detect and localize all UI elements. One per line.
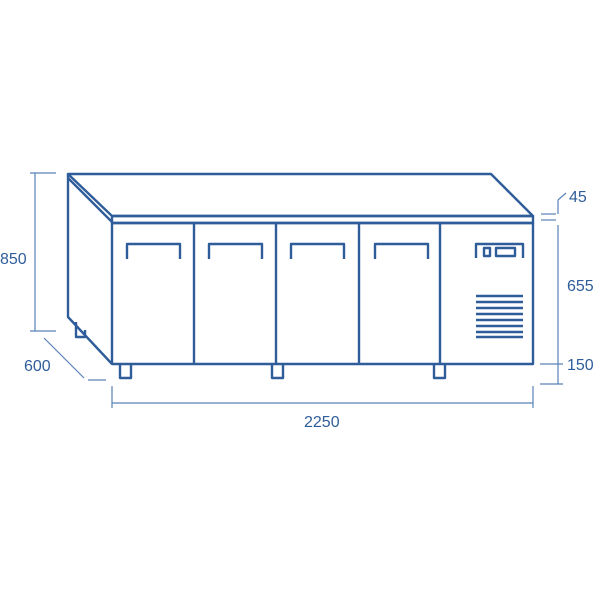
side-panel <box>66 174 113 365</box>
door-handles <box>125 242 430 259</box>
legs <box>118 364 447 380</box>
control-panel <box>474 242 525 258</box>
dimension-lines <box>30 172 567 408</box>
dim-body-height: 655 <box>567 278 594 295</box>
ventilation-grille <box>476 294 523 339</box>
dim-leg-height: 150 <box>567 357 594 374</box>
rear-leg <box>74 322 87 339</box>
dim-top-thickness: 45 <box>569 189 587 206</box>
dim-width: 2250 <box>304 414 340 431</box>
front-body <box>110 221 535 366</box>
dim-depth: 600 <box>24 358 51 375</box>
dim-total-height: 850 <box>0 251 27 268</box>
worktop <box>66 172 535 218</box>
door-dividers <box>192 223 442 364</box>
counter-outline <box>66 172 535 380</box>
